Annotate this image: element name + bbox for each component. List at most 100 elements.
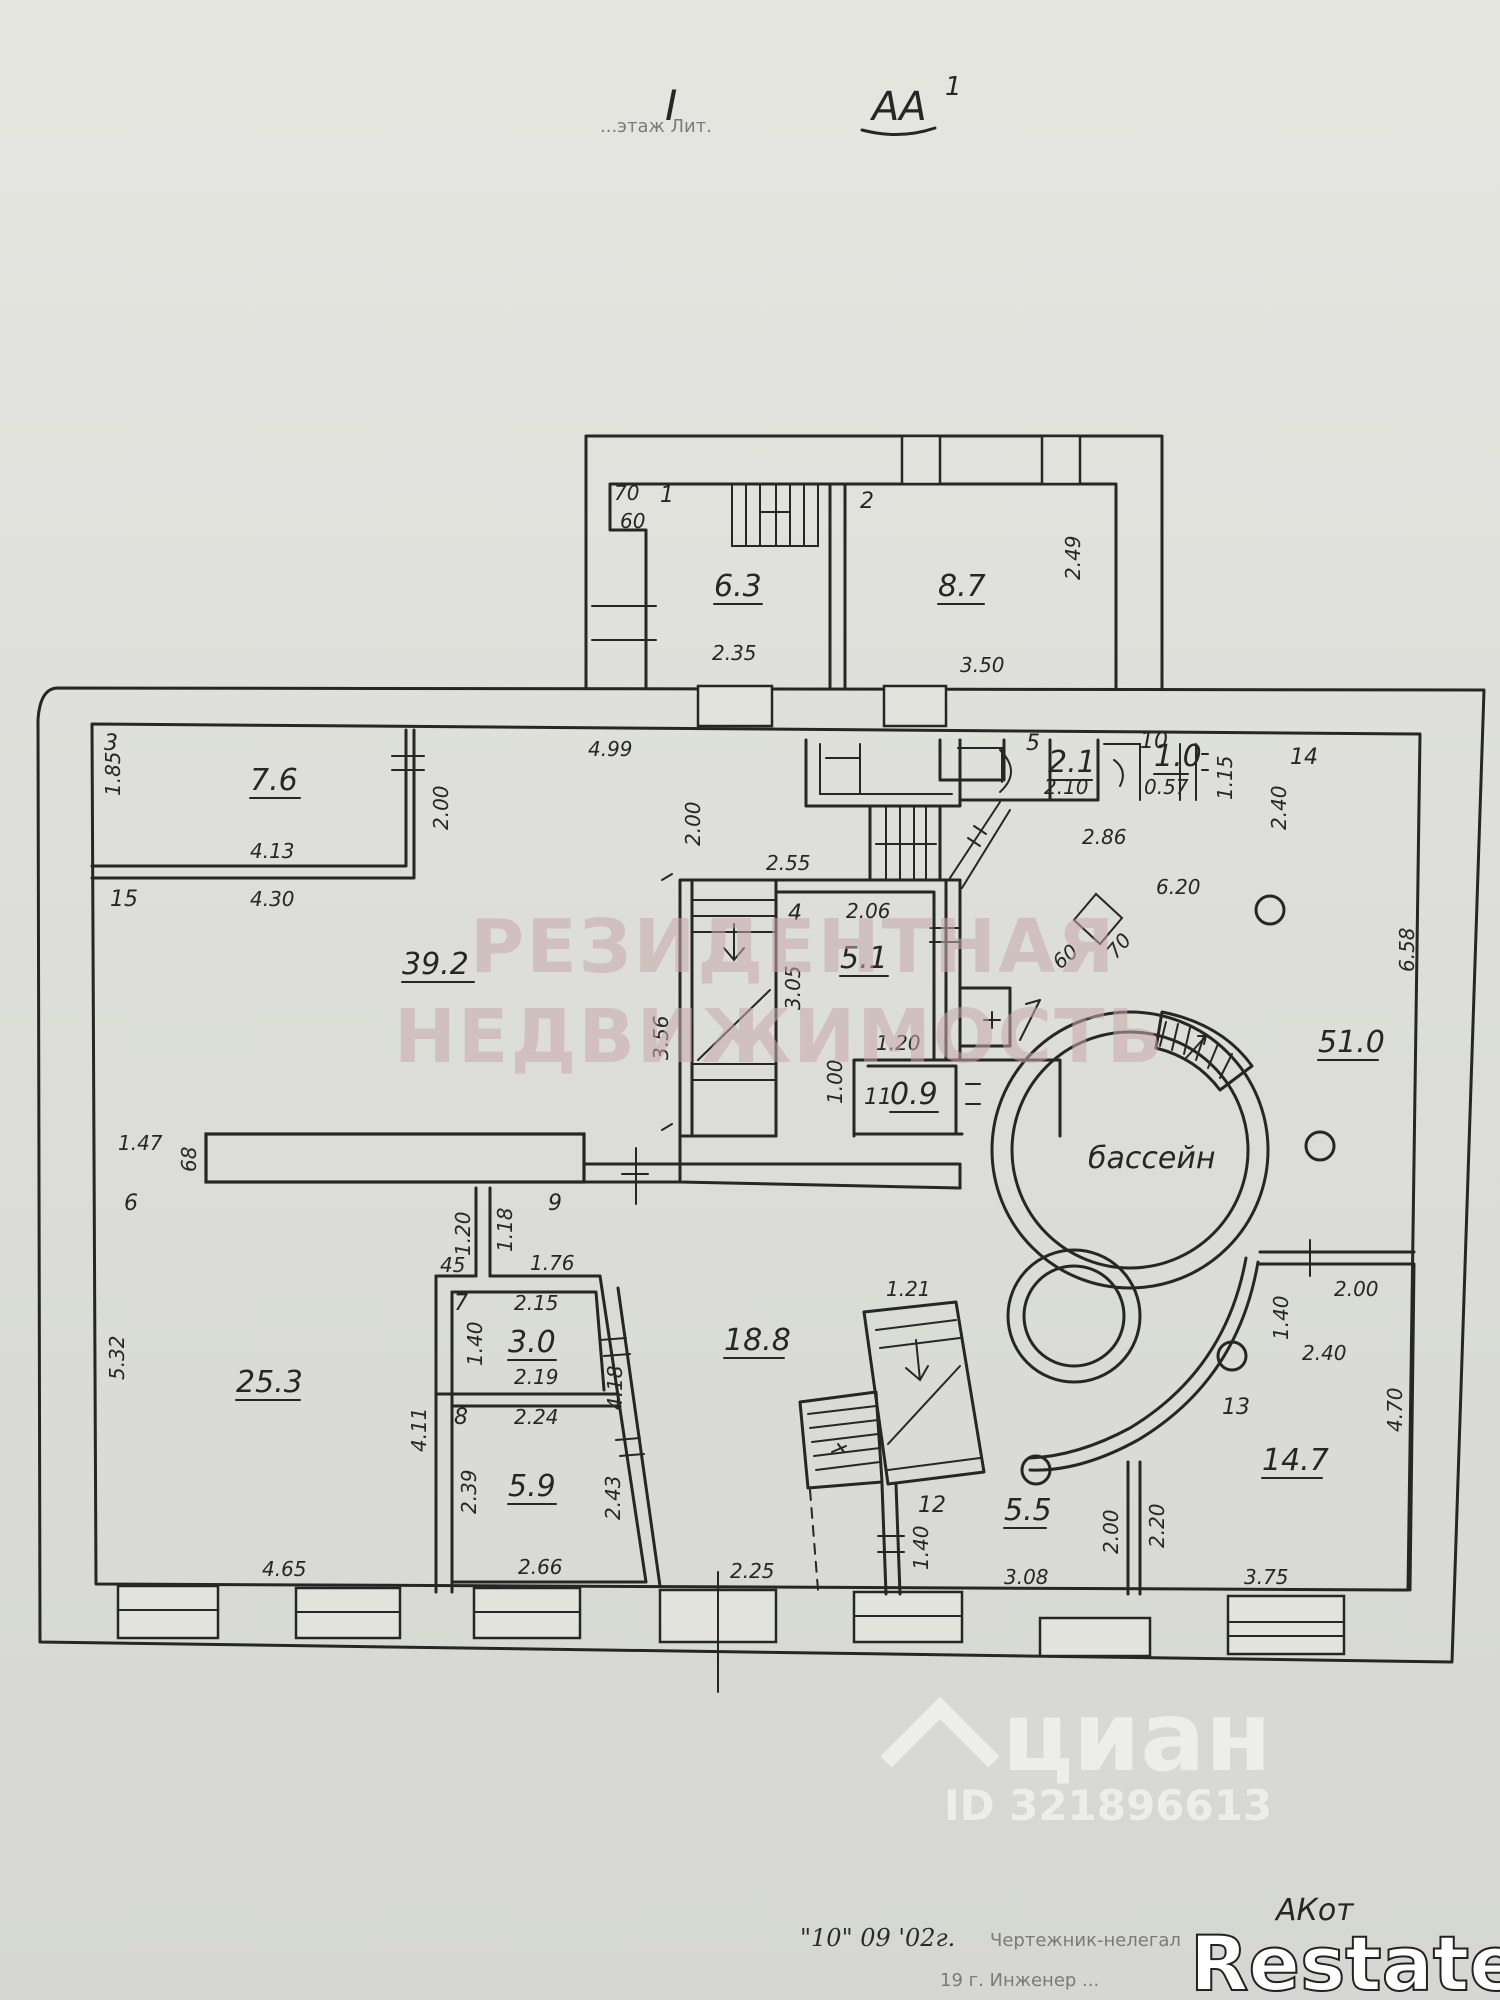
room-numbers: 1 2 3 4 5 6 7 8 9 10 11 12 13 14 15	[104, 483, 1318, 1518]
cian-logo-icon	[880, 1696, 1000, 1768]
room-5-number: 5	[1026, 731, 1040, 756]
pool-label: бассейн	[1088, 1141, 1215, 1176]
dim-r10-width: 0.57	[1144, 775, 1189, 799]
sheet-roman-numeral: I	[665, 81, 677, 130]
dim-r11-height: 1.00	[823, 1059, 847, 1104]
dim-r4-width: 2.06	[846, 899, 891, 923]
dim-r9-225: 2.25	[730, 1559, 775, 1583]
dim-r14-286: 2.86	[1082, 825, 1127, 849]
sheet-literal: АА	[869, 84, 927, 130]
room-9-number: 9	[548, 1191, 562, 1216]
interior-walls	[90, 728, 1416, 1596]
dim-r8-width1: 2.24	[514, 1405, 559, 1429]
room-14-number: 14	[1290, 745, 1318, 770]
dim-r6-side: 4.11	[407, 1407, 431, 1452]
room-6-number: 6	[124, 1191, 138, 1216]
dim-corridor-120: 1.20	[451, 1211, 475, 1256]
room-12-area: 5.5	[1004, 1493, 1052, 1528]
dim-r14-620: 6.20	[1156, 875, 1201, 899]
dim-hall-255: 2.55	[766, 851, 811, 875]
dim-r8-height2: 2.43	[601, 1475, 625, 1520]
dim-r12-140: 1.40	[909, 1525, 933, 1570]
dimensions: 2.35 70 60 3.50 2.49 4.99 4.13 1.85 2.00…	[101, 481, 1419, 1589]
dim-left-68: 68	[177, 1147, 201, 1172]
dim-r7-height: 1.40	[463, 1321, 487, 1366]
dim-top-499: 4.99	[588, 737, 633, 761]
dim-r14-240: 2.40	[1267, 785, 1291, 830]
dim-r1-width: 2.35	[712, 641, 757, 665]
dim-r3-height: 1.85	[101, 751, 125, 796]
dim-r11-width: 1.20	[876, 1031, 921, 1055]
room-15-area: 39.2	[402, 947, 469, 982]
dim-r8-width2: 2.66	[518, 1555, 563, 1579]
dim-r13-470: 4.70	[1383, 1387, 1407, 1432]
dim-r9-418: 4.18	[603, 1365, 627, 1410]
sheet-literal-sup: 1	[945, 72, 962, 102]
dim-r3-side: 2.00	[429, 785, 453, 830]
dim-corridor-176: 1.76	[530, 1251, 575, 1275]
dim-left-147: 1.47	[118, 1131, 163, 1155]
room-4-area: 5.1	[840, 941, 888, 976]
dim-r5-width: 2.10	[1044, 775, 1089, 799]
header-stamp: ...этаж Лит.	[600, 116, 712, 137]
cian-watermark: циан ID 321896613	[880, 1681, 1272, 1830]
room-13-number: 13	[1222, 1395, 1250, 1420]
footer-date: "10" 09 '02г.	[800, 1924, 955, 1952]
dim-r1-b: 60	[620, 509, 645, 533]
dim-r13-240: 2.40	[1302, 1341, 1347, 1365]
room-9-area: 18.8	[724, 1323, 791, 1358]
dim-r15-width: 4.30	[250, 887, 295, 911]
room-10-area: 1.0	[1154, 739, 1202, 774]
room-5-area: 2.1	[1048, 745, 1096, 780]
room-2-number: 2	[860, 489, 874, 514]
cian-id: ID 321896613	[944, 1781, 1272, 1830]
dim-hall-200: 2.00	[681, 801, 705, 846]
room-3-number: 3	[104, 731, 118, 756]
dim-r6-width: 4.65	[262, 1557, 307, 1581]
dim-corridor-118: 1.18	[493, 1207, 517, 1252]
pool-structure	[990, 892, 1336, 1486]
dim-r12-200: 2.00	[1099, 1509, 1123, 1554]
dim-r13-220: 2.20	[1145, 1503, 1169, 1548]
top-annex	[584, 434, 1164, 690]
dim-r13-200: 2.00	[1334, 1277, 1379, 1301]
footer-stamp-line-2: 19 г. Инженер ...	[940, 1970, 1099, 1991]
dim-stair-356: 3.56	[649, 1015, 673, 1060]
dim-r13-140: 1.40	[1269, 1295, 1293, 1340]
dim-r4-height: 3.05	[781, 965, 805, 1010]
dim-r9-121: 1.21	[886, 1277, 931, 1301]
dim-r14-658: 6.58	[1395, 927, 1419, 972]
room-14-area: 51.0	[1318, 1025, 1385, 1060]
footer-stamp-line-1: Чертежник-нелегал	[990, 1930, 1181, 1951]
dim-r3-width: 4.13	[250, 839, 295, 863]
dim-r8-height1: 2.39	[457, 1469, 481, 1514]
dim-corridor-45: 45	[440, 1253, 465, 1277]
room-8-area: 5.9	[508, 1469, 556, 1504]
dim-r7-width2: 2.19	[514, 1365, 559, 1389]
dim-r1-a: 70	[614, 481, 639, 505]
room-7-number: 7	[454, 1291, 468, 1316]
dim-r14-115: 1.15	[1213, 755, 1237, 800]
room-7-area: 3.0	[508, 1325, 556, 1360]
room-12-number: 12	[918, 1493, 946, 1518]
dim-r7-width1: 2.15	[514, 1291, 559, 1315]
watermark-line-1: РЕЗИДЕНТНАЯ	[470, 904, 1116, 990]
dim-r2-height: 2.49	[1061, 535, 1085, 580]
dim-r2-width: 3.50	[960, 653, 1005, 677]
footer-signature: АКот	[1274, 1893, 1355, 1928]
dim-r13-375: 3.75	[1244, 1565, 1289, 1589]
literal-underline	[860, 126, 937, 137]
room-areas: 6.3 8.7 7.6 5.1 2.1 25.3 3.0 5.9 18.8 1.…	[235, 569, 1385, 1529]
room-10-number: 10	[1140, 729, 1168, 754]
room-15-number: 15	[110, 887, 138, 912]
restate-brand-logo: Restate	[1190, 1919, 1500, 2000]
dim-r12-308: 3.08	[1004, 1565, 1049, 1589]
room-1-number: 1	[660, 483, 674, 508]
room-13-area: 14.7	[1262, 1443, 1329, 1478]
room-6-area: 25.3	[236, 1365, 303, 1400]
main-outline	[36, 684, 1486, 1693]
watermark-line-2: НЕДВИЖИМОСТЬ	[394, 994, 1165, 1080]
room-11-area: 0.9	[890, 1077, 938, 1112]
